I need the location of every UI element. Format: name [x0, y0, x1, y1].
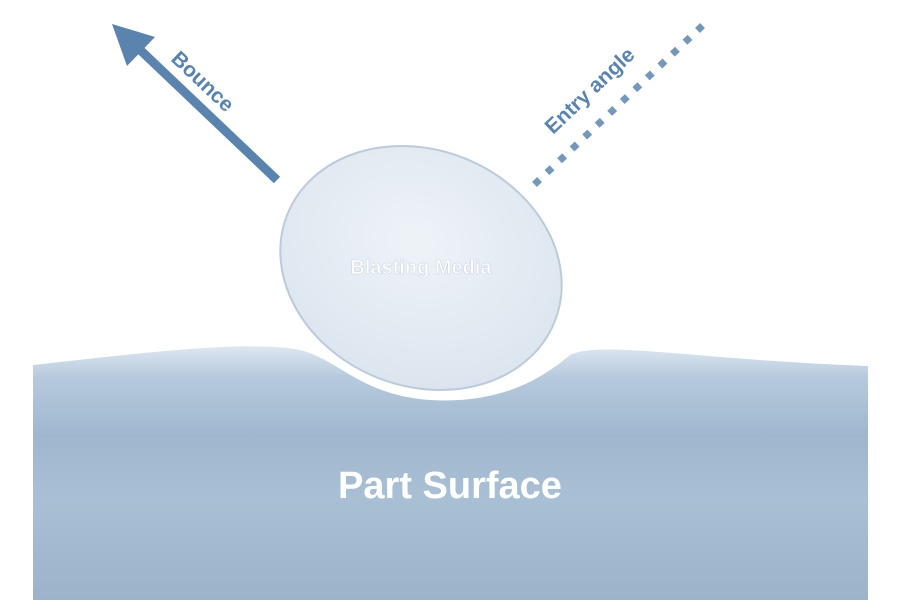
entry-dot: [619, 94, 630, 105]
entry-angle-label: Entry angle: [541, 43, 640, 138]
bounce-arrow: [112, 24, 281, 184]
blasting-media-label: Blasting Media: [350, 257, 492, 279]
entry-dot: [657, 58, 668, 69]
entry-dot: [544, 165, 555, 176]
part-surface: [33, 346, 868, 600]
entry-dot: [632, 82, 643, 93]
entry-dot: [582, 129, 593, 140]
entry-dot: [607, 105, 618, 116]
arrow-up-left-icon: [112, 24, 155, 66]
entry-angle-path: [532, 23, 705, 187]
entry-dot: [682, 34, 693, 45]
entry-dot: [594, 117, 605, 128]
entry-dot: [569, 141, 580, 152]
blasting-media-ellipse: [279, 145, 563, 391]
entry-dot: [695, 23, 705, 33]
entry-dot: [644, 70, 655, 81]
entry-dot: [669, 46, 680, 57]
part-surface-label: Part Surface: [338, 465, 562, 507]
entry-dot: [532, 177, 542, 187]
entry-dot: [557, 153, 568, 164]
